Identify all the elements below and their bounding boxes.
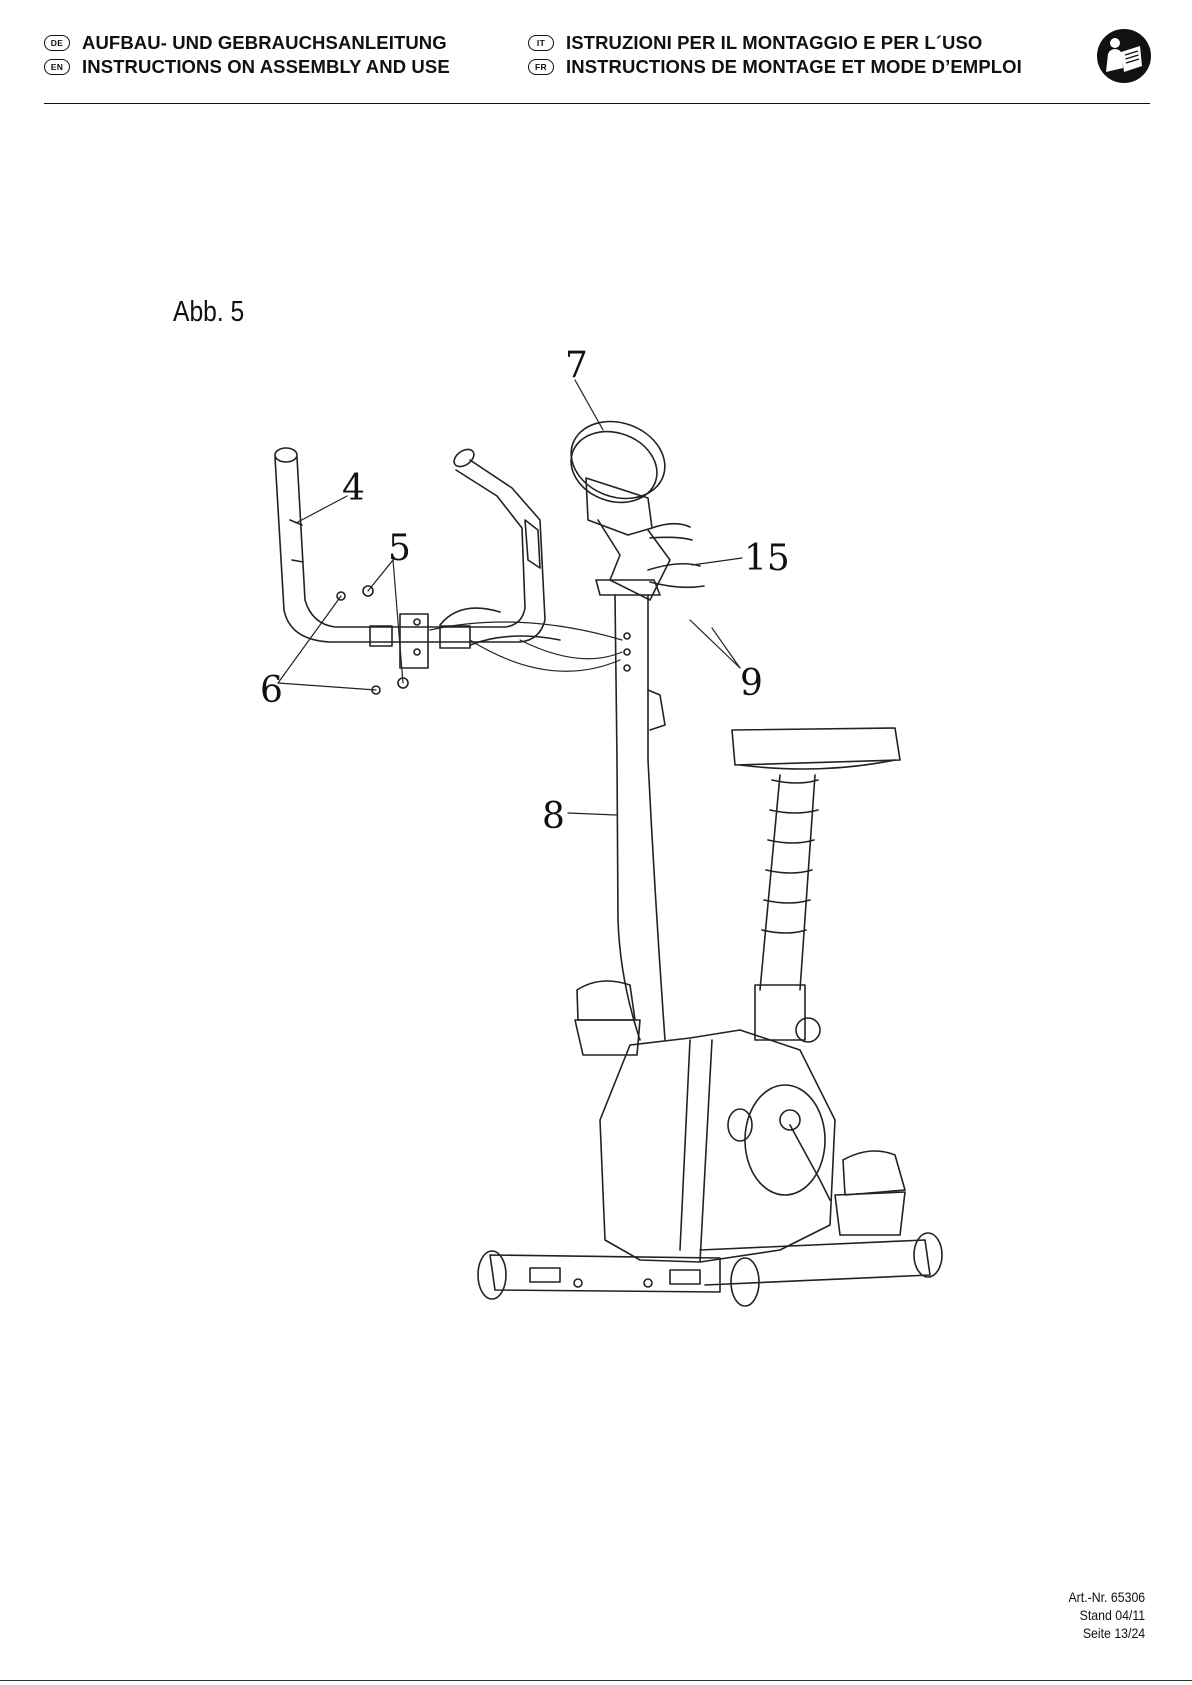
seat-assembly [732, 728, 900, 1042]
callout-7: 7 [565, 345, 588, 386]
page-footer: Art.-Nr. 65306 Stand 04/11 Seite 13/24 [1068, 1588, 1145, 1642]
revision-date: Stand 04/11 [1068, 1606, 1145, 1624]
callout-5: 5 [388, 528, 411, 569]
main-column [596, 580, 665, 1040]
callout-6: 6 [260, 670, 283, 711]
leader-lines [278, 380, 742, 815]
callout-4: 4 [342, 468, 365, 509]
callout-8: 8 [542, 796, 565, 837]
cables [430, 622, 622, 671]
base-frame [478, 1233, 942, 1306]
pedals [575, 981, 905, 1235]
console [560, 409, 704, 600]
bolts-and-washers [337, 586, 420, 694]
flywheel-housing [600, 1030, 835, 1262]
article-number: Art.-Nr. 65306 [1068, 1588, 1145, 1606]
page-number: Seite 13/24 [1068, 1624, 1145, 1642]
handlebar [275, 446, 560, 668]
callout-9: 9 [740, 663, 763, 704]
callout-15: 15 [744, 538, 790, 579]
footer-divider [0, 1680, 1192, 1681]
